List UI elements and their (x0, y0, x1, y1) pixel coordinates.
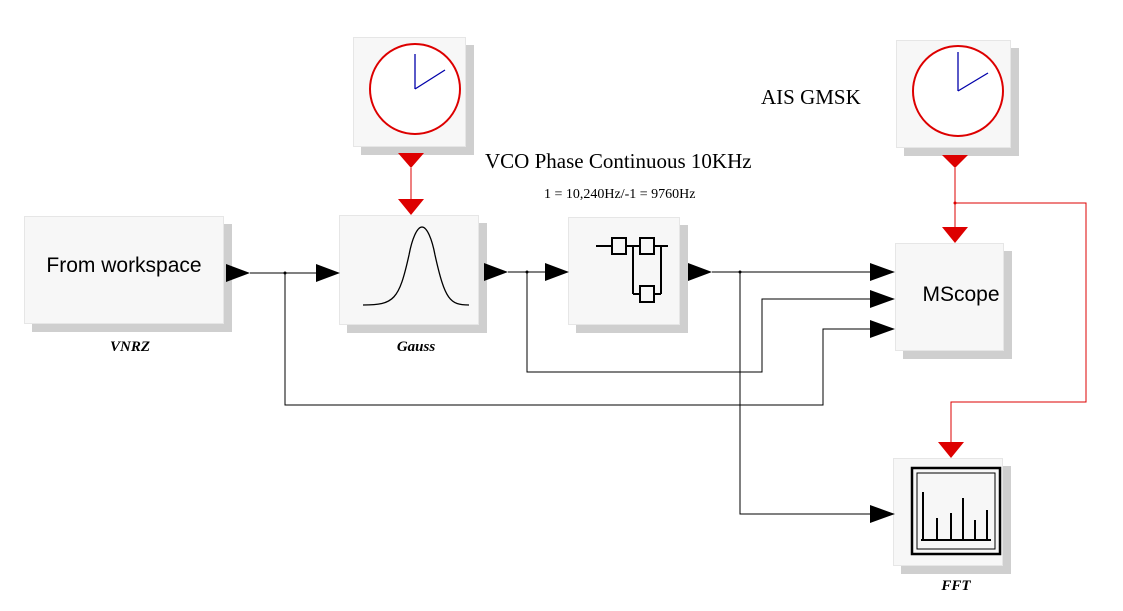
event-input-arrow (942, 227, 968, 243)
event-input-arrow (398, 199, 424, 215)
event-link-clock-fft[interactable] (950, 202, 1087, 442)
mscope-block[interactable]: MScope (895, 243, 1012, 359)
arrow-right-icon (688, 263, 712, 281)
arrow-right-icon (316, 264, 340, 282)
ais-gmsk-label: AIS GMSK (761, 85, 861, 109)
gauss-filter-block[interactable] (339, 215, 487, 333)
from-workspace-label: From workspace (46, 254, 202, 277)
from-workspace-block[interactable]: From workspace (24, 216, 232, 332)
signal-link-vco-fft[interactable] (739, 272, 870, 515)
mscope-label: MScope (922, 283, 1000, 306)
clock-block-scope[interactable] (896, 40, 1019, 156)
arrow-right-icon (870, 290, 895, 308)
arrow-right-icon (870, 505, 895, 523)
event-output-port (942, 155, 968, 168)
vnrz-caption: VNRZ (109, 339, 150, 355)
arrow-right-icon (870, 320, 895, 338)
event-input-arrow (938, 442, 964, 458)
spectrum-bars-icon (910, 466, 1002, 556)
clock-icon (912, 45, 1004, 137)
arrow-right-icon (870, 263, 895, 281)
arrow-right-icon (545, 263, 569, 281)
arrow-right-icon (226, 264, 250, 282)
event-output-port (398, 153, 424, 168)
vco-title: VCO Phase Continuous 10KHz (485, 149, 752, 173)
fft-block[interactable] (893, 458, 1011, 574)
vco-subtitle: 1 = 10,240Hz/-1 = 9760Hz (544, 187, 696, 202)
vco-block[interactable] (568, 217, 688, 333)
event-split-point (953, 201, 957, 205)
gauss-caption: Gauss (396, 339, 436, 355)
signal-link-gauss-mscope[interactable] (526, 272, 870, 373)
split-point (738, 270, 742, 274)
signal-link-vnrz-mscope[interactable] (284, 273, 870, 406)
split-point (283, 271, 287, 275)
vco-circuit-icon (596, 237, 668, 303)
fft-caption: FFT (941, 578, 971, 594)
clock-icon (369, 43, 461, 135)
arrow-right-icon (484, 263, 508, 281)
gaussian-curve-icon (362, 226, 470, 306)
clock-block-gauss[interactable] (353, 37, 474, 155)
split-point (525, 270, 529, 274)
